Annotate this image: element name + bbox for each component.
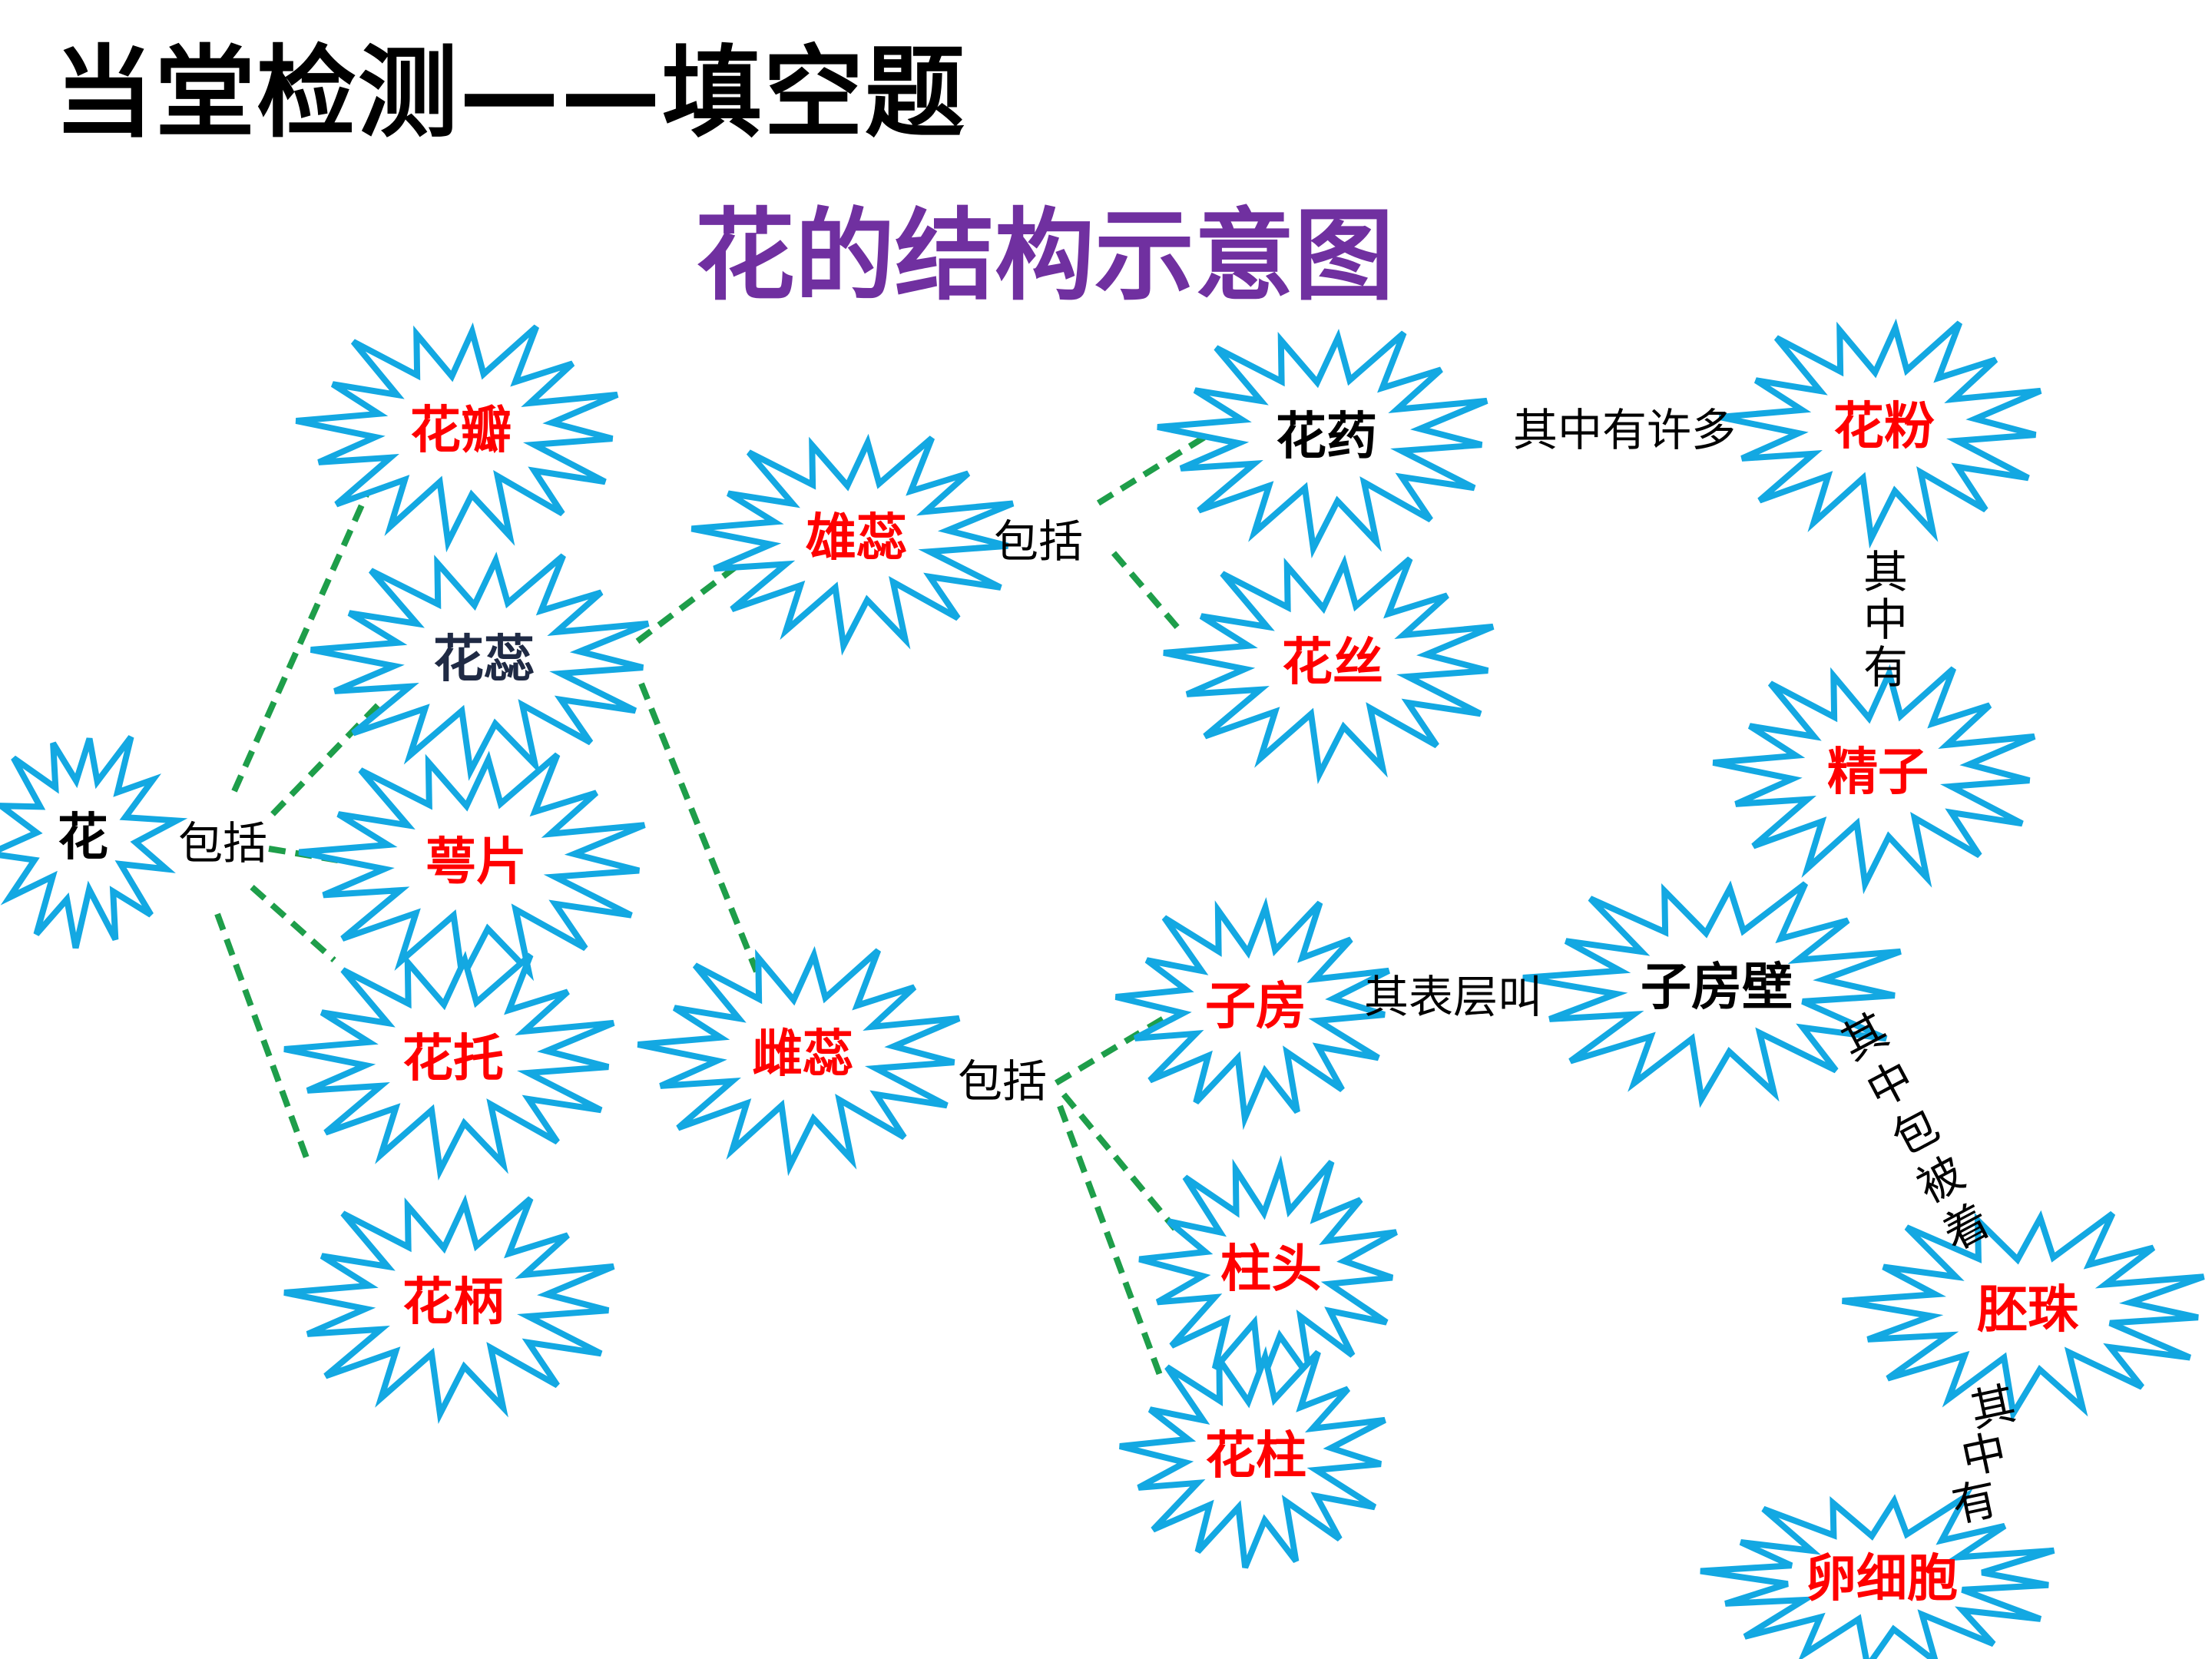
- connector-char: 中: [1957, 1425, 2012, 1485]
- node-label-huatuo: 花托: [402, 1029, 504, 1088]
- connector-label-baokuo2: 包括: [994, 515, 1083, 568]
- burst-shape-huayao: [1157, 329, 1488, 559]
- connector-lines: [214, 431, 1212, 1376]
- burst-shape-huabing: [283, 1194, 615, 1425]
- node-label-cirui: 雌蕊: [752, 1025, 853, 1084]
- node-label-jingzi: 精子: [1827, 743, 1929, 802]
- burst-shapes: [0, 318, 2205, 1659]
- node-label-huarui: 花蕊: [433, 630, 535, 689]
- burst-shape-zifangbi: [1522, 880, 1902, 1108]
- svg-text:包括: 包括: [994, 515, 1083, 568]
- burst-shape-huatuo: [283, 951, 615, 1181]
- node-label-epian: 萼片: [426, 833, 527, 892]
- connector-label-qibiaocengjiao: 其表层叫: [1364, 971, 1542, 1023]
- node-label-zhutou: 柱头: [1220, 1240, 1322, 1299]
- node-label-huasi: 花丝: [1282, 633, 1383, 692]
- connector-line: [214, 912, 310, 1161]
- svg-text:包括: 包括: [178, 817, 267, 869]
- diagram-title: 花的结构示意图: [695, 197, 1395, 314]
- connector-char: 其: [1966, 1377, 2021, 1438]
- burst-shape-peizhu: [1842, 1210, 2205, 1422]
- connector-label-qizhongyou2: 其中有: [1948, 1377, 2021, 1533]
- node-label-xiongrui: 雄蕊: [806, 508, 907, 568]
- burst-shape-xiongrui: [690, 433, 1015, 656]
- connector-line: [1054, 1011, 1174, 1086]
- connector-char: 中: [1863, 594, 1908, 646]
- burst-shape-huafen: [1718, 318, 2042, 549]
- connector-line: [270, 700, 382, 816]
- svg-text:其中有许多: 其中有许多: [1513, 404, 1736, 456]
- connector-label-baokuo1: 包括: [178, 817, 267, 869]
- burst-shape-huasi: [1163, 555, 1495, 785]
- connector-label-qizhongyou1: 其中有: [1863, 546, 1908, 694]
- page-title: 当堂检测——填空题: [54, 35, 967, 151]
- connector-line: [638, 682, 760, 973]
- burst-shape-huazhu: [1119, 1346, 1386, 1569]
- node-label-huazhu: 花柱: [1205, 1426, 1306, 1485]
- burst-shape-hua: [0, 735, 188, 949]
- connector-char: 其: [1863, 546, 1908, 598]
- burst-shape-cirui: [637, 945, 961, 1177]
- connector-char: 有: [1948, 1472, 2002, 1533]
- node-label-huabing: 花柄: [402, 1273, 504, 1332]
- burst-shape-luanxibao: [1700, 1488, 2055, 1659]
- svg-text:包括: 包括: [958, 1055, 1047, 1108]
- node-label-hua: 花: [58, 808, 108, 867]
- burst-shape-jingzi: [1712, 664, 2036, 895]
- node-label-huaban: 花瓣: [410, 401, 512, 460]
- connector-line: [1057, 1104, 1163, 1376]
- connector-label-baokuo3: 包括: [958, 1055, 1047, 1108]
- connector-line: [250, 885, 336, 962]
- connector-line: [1111, 551, 1186, 636]
- connector-label-qizhongyouxuduo: 其中有许多: [1513, 404, 1736, 456]
- node-label-huafen: 花粉: [1833, 397, 1935, 456]
- burst-shape-huaban: [295, 322, 619, 553]
- node-label-zifang: 子房: [1205, 977, 1306, 1036]
- burst-shape-zifang: [1114, 896, 1390, 1131]
- connector-line: [231, 471, 379, 793]
- node-label-luanxibao: 卵细胞: [1806, 1549, 1958, 1608]
- node-label-huayao: 花药: [1276, 407, 1377, 466]
- connector-line: [1061, 1092, 1178, 1231]
- connector-char: 有: [1863, 641, 1908, 694]
- burst-shape-huarui: [310, 551, 650, 781]
- svg-text:其表层叫: 其表层叫: [1364, 971, 1542, 1023]
- node-label-peizhu: 胚珠: [1977, 1280, 2079, 1339]
- connector-line: [1096, 431, 1212, 506]
- node-label-zifangbi: 子房壁: [1641, 958, 1793, 1017]
